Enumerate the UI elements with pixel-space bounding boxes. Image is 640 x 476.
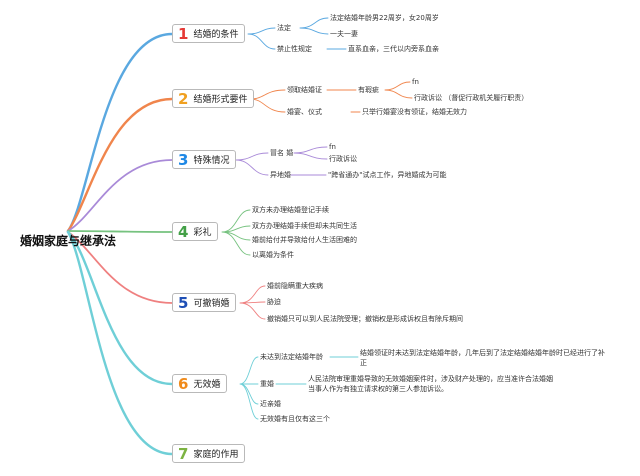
branch-6-label: 无效婚 (193, 380, 221, 390)
node-underage-note-line2[interactable]: 正 (360, 359, 367, 367)
node-prohibited[interactable]: 禁止性规定 (277, 45, 312, 53)
branch-3-box[interactable]: 3 特殊情况 (172, 150, 237, 169)
branch-6-box[interactable]: 6 无效婚 (172, 374, 228, 393)
node-gift-3[interactable]: 婚前给付并导致给付人生活困难的 (252, 236, 357, 244)
node-admin-lawsuit-2[interactable]: 行政诉讼 (329, 155, 357, 163)
node-age[interactable]: 法定结婚年龄男22周岁，女20周岁 (330, 14, 439, 22)
branch-3-number: 3 (178, 150, 189, 169)
node-ceremony[interactable]: 婚宴、仪式 (287, 108, 322, 116)
node-register[interactable]: 领取结婚证 (287, 86, 322, 94)
node-underage-note-line1[interactable]: 结婚领证时未达到法定结婚年龄，几年后到了法定结婚结婚年龄时已经进行了补 (360, 349, 605, 357)
branch-1-number: 1 (178, 24, 189, 43)
branch-line-3 (67, 159, 173, 232)
node-disease[interactable]: 婚前隐瞒重大疾病 (267, 282, 323, 290)
branch-2-label: 结婚形式要件 (193, 95, 248, 105)
branch-5-label: 可撤销婚 (193, 299, 230, 309)
node-bigamy-note-line1[interactable]: 人民法院审理重婚导致的无效婚姻案件时，涉及财产处理的，应当准许合法婚姻 (308, 375, 553, 383)
node-underage[interactable]: 未达到法定结婚年龄 (260, 353, 323, 361)
node-fn-1[interactable]: fn (412, 78, 419, 86)
node-cross-region[interactable]: 异地婚 (270, 171, 291, 179)
branch-4-number: 4 (178, 222, 189, 241)
branch-line-6 (66, 230, 174, 386)
node-admin-lawsuit-1[interactable]: 行政诉讼 （督促行政机关履行职责） (414, 94, 529, 102)
branch-4-box[interactable]: 4 彩礼 (172, 222, 219, 241)
branch-2-box[interactable]: 2 结婚形式要件 (172, 89, 255, 108)
branch-7-box[interactable]: 7 家庭的作用 (172, 444, 246, 463)
branch-line-4 (67, 230, 173, 233)
root-topic[interactable]: 婚姻家庭与继承法 (20, 234, 117, 248)
node-gift-4[interactable]: 以离婚为条件 (252, 251, 294, 259)
branch-2-number: 2 (178, 89, 189, 108)
node-invalid-effect[interactable]: 只举行婚宴没有领证，结婚无效力 (362, 108, 467, 116)
node-coercion[interactable]: 胁迫 (267, 298, 281, 306)
node-pilot[interactable]: "跨省通办"试点工作，异地婚成为可能 (328, 171, 447, 179)
branch-1-label: 结婚的条件 (193, 30, 239, 40)
branch-3-label: 特殊情况 (193, 156, 230, 166)
node-impersonation[interactable]: 冒名 婚 (270, 149, 294, 157)
node-only-three[interactable]: 无效婚有且仅有这三个 (260, 415, 330, 423)
branch-7-number: 7 (178, 444, 189, 463)
branch-line-1 (66, 32, 174, 233)
branch-5-box[interactable]: 5 可撤销婚 (172, 293, 237, 312)
node-legal[interactable]: 法定 (277, 24, 291, 32)
node-bigamy-note-line2[interactable]: 当事人作为有独立请求权的第三人参加诉讼。 (308, 385, 448, 393)
node-flaw[interactable]: 有瑕疵 (358, 86, 379, 94)
branch-line-7 (66, 230, 174, 456)
node-blood-relatives[interactable]: 直系血亲，三代以内旁系血亲 (348, 45, 439, 53)
node-bigamy[interactable]: 重婚 (260, 380, 274, 388)
branch-6-number: 6 (178, 374, 189, 393)
node-revoke-court[interactable]: 撤销婚只可以到人民法院受理；撤销权是形成诉权且有除斥期间 (267, 315, 463, 323)
node-gift-1[interactable]: 双方未办理结婚登记手续 (252, 206, 329, 214)
branch-5-number: 5 (178, 293, 189, 312)
node-fn-2[interactable]: fn (329, 143, 336, 151)
branch-line-2 (66, 97, 174, 233)
branch-1-box[interactable]: 1 结婚的条件 (172, 24, 246, 43)
branch-line-5 (67, 231, 173, 304)
branch-7-label: 家庭的作用 (193, 450, 239, 460)
node-monogamy[interactable]: 一夫一妻 (330, 30, 358, 38)
node-close-kin[interactable]: 近亲婚 (260, 400, 281, 408)
branch-4-label: 彩礼 (193, 228, 212, 238)
node-gift-2[interactable]: 双方办理结婚手续但却未共同生活 (252, 222, 357, 230)
